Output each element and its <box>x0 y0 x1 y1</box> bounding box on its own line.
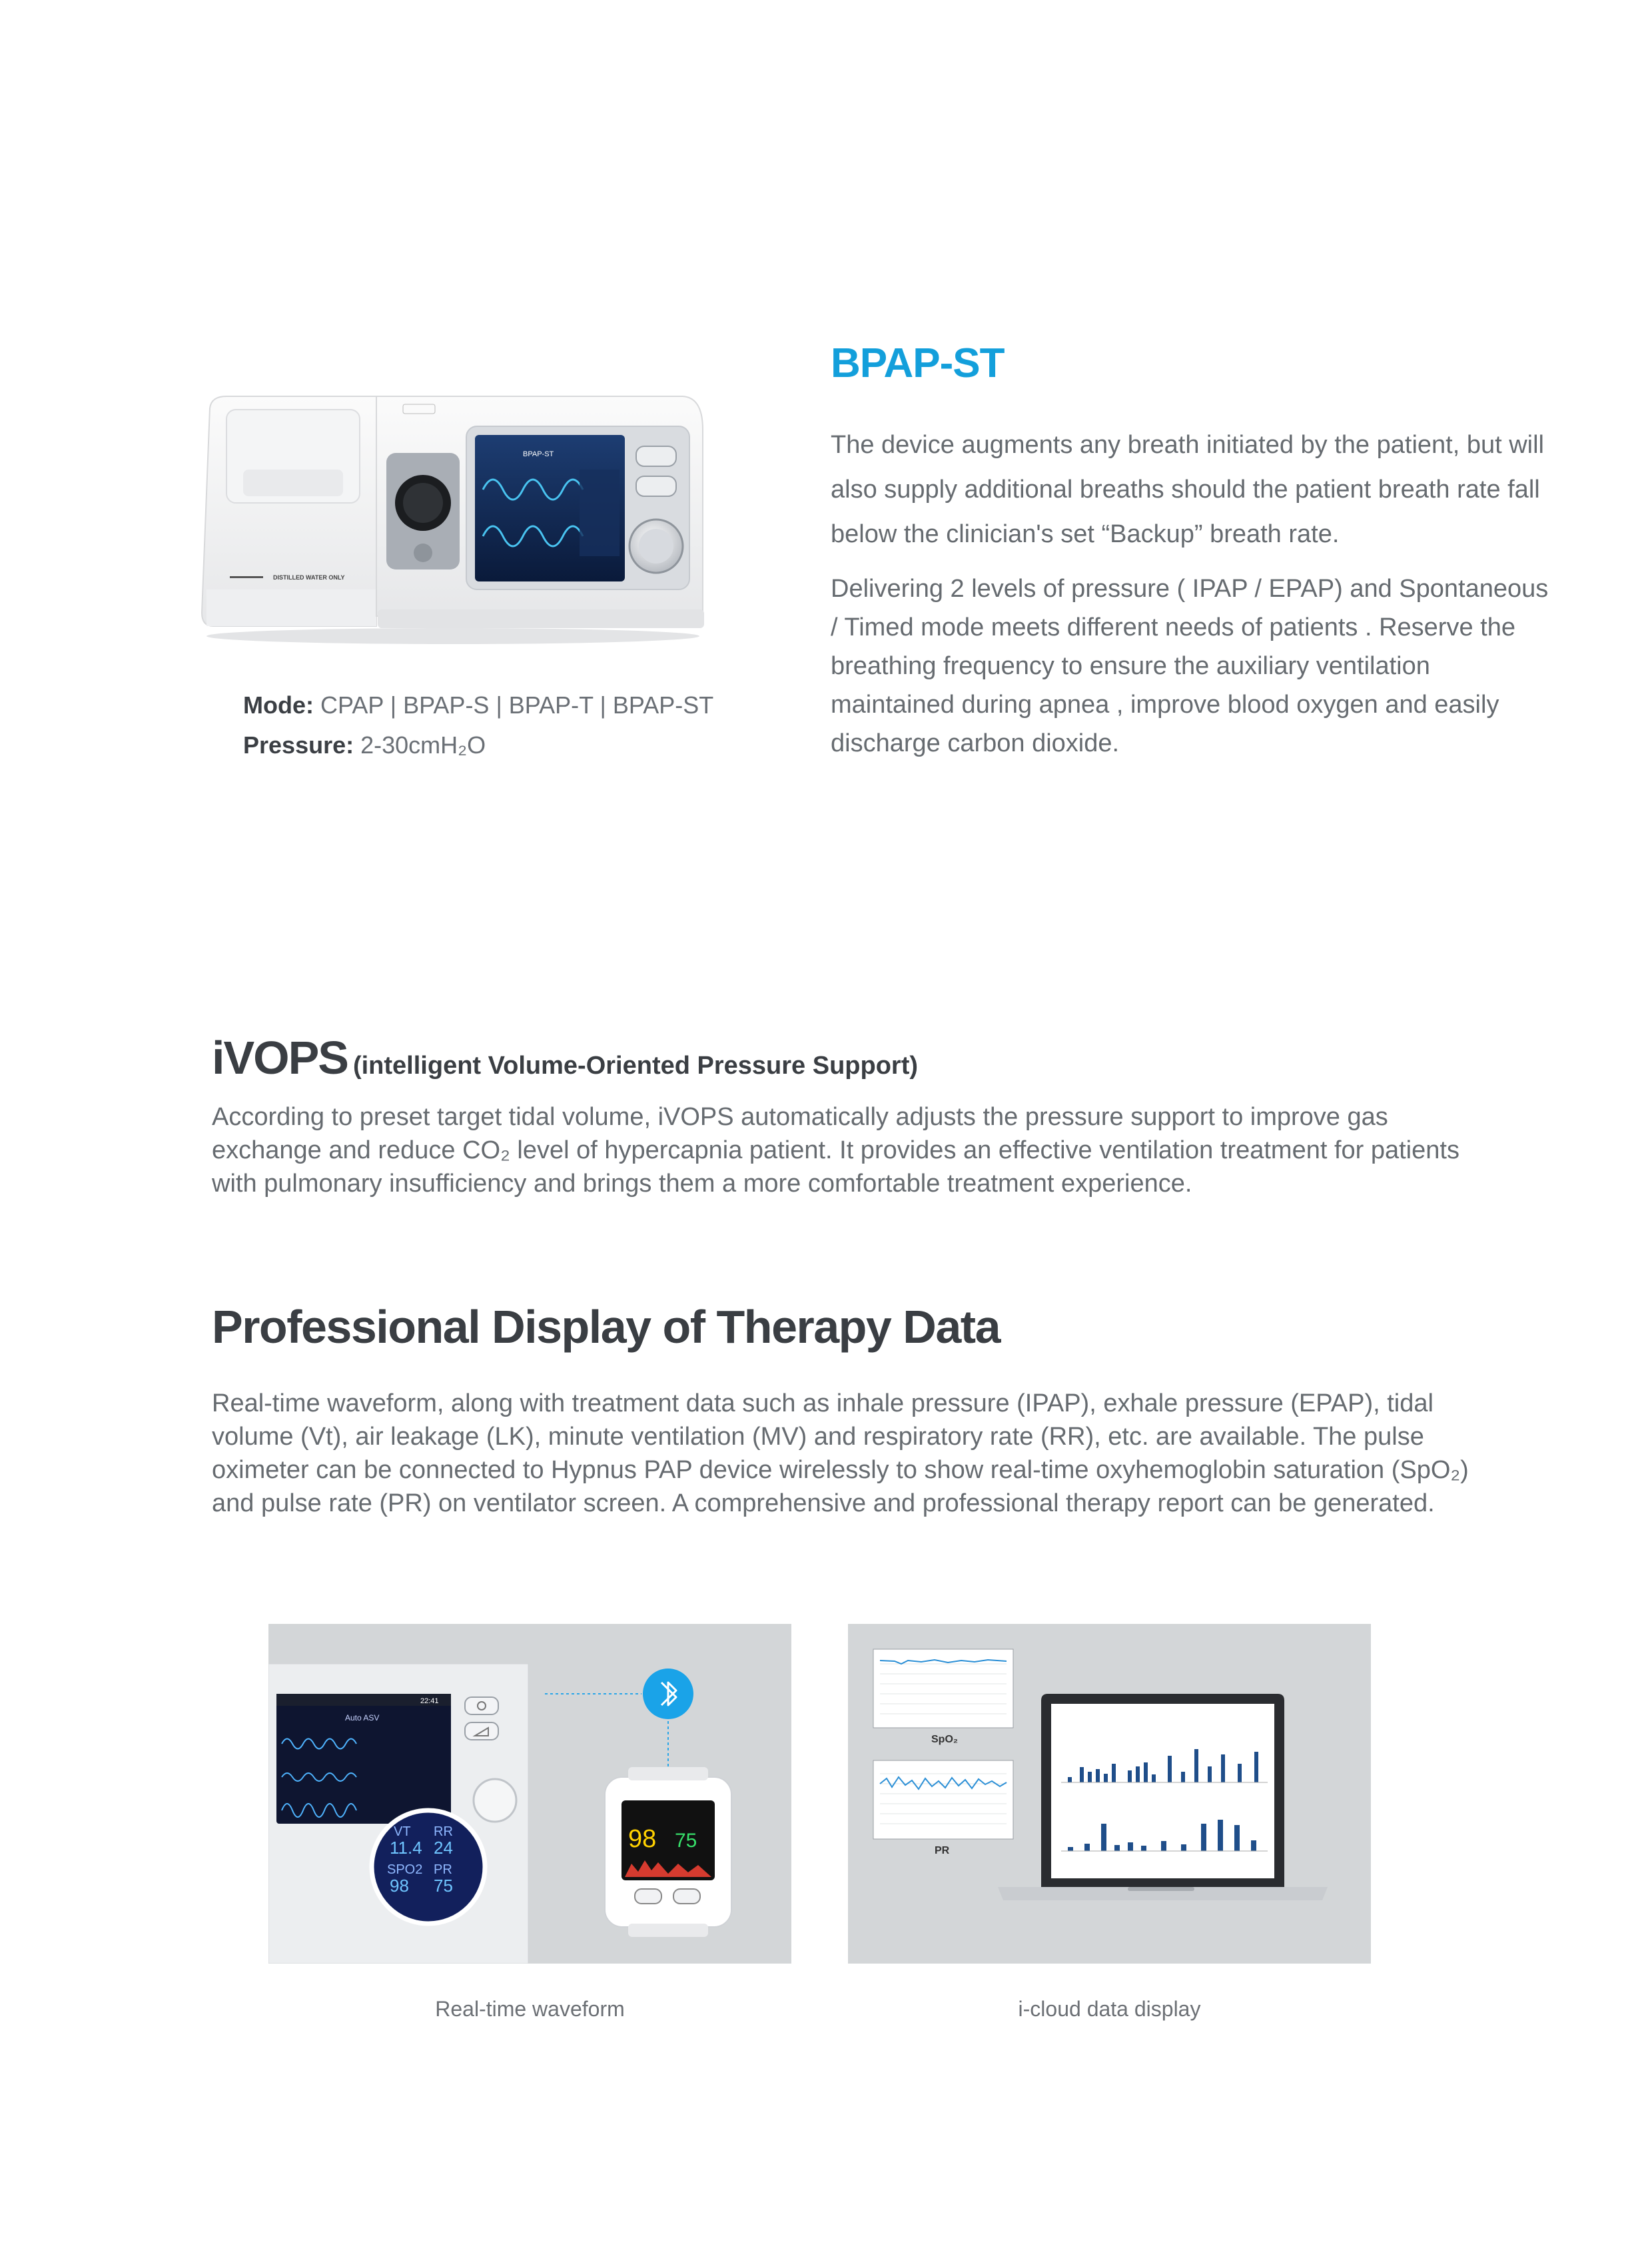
mode-label: Mode: <box>243 691 314 719</box>
oximeter-pr: 75 <box>675 1830 697 1852</box>
zoom-vt-value: 11.4 <box>390 1838 422 1858</box>
settings-icon <box>464 1722 499 1740</box>
pressure-label: Pressure: <box>243 731 354 759</box>
screen-mode-label: BPAP-ST <box>523 450 554 458</box>
zoom-pr-value: 75 <box>434 1876 453 1896</box>
zoom-rr-value: 24 <box>434 1838 453 1858</box>
power-icon <box>464 1696 499 1715</box>
chart-pr-label: PR <box>935 1845 950 1856</box>
zoom-spo2-value: 98 <box>390 1876 409 1896</box>
bluetooth-icon <box>643 1669 693 1719</box>
zoom-rr-label: RR <box>434 1824 453 1839</box>
zoom-pr-label: PR <box>434 1862 452 1877</box>
screen-asv-label: Auto ASV <box>345 1713 379 1722</box>
bpap-paragraph-2: Delivering 2 levels of pressure ( IPAP /… <box>831 575 1549 757</box>
zoom-spo2-label: SPO2 <box>387 1862 422 1877</box>
status-time: 22:41 <box>420 1697 439 1705</box>
bpap-paragraph-1: The device augments any breath initiated… <box>831 431 1544 548</box>
ivops-subtitle: (intelligent Volume-Oriented Pressure Su… <box>352 1052 919 1080</box>
bpap-title: BPAP-ST <box>831 340 1005 386</box>
ivops-title: iVOPS <box>212 1032 349 1084</box>
ivops-heading: iVOPS(intelligent Volume-Oriented Pressu… <box>212 1031 918 1084</box>
oximeter-spo2: 98 <box>628 1825 656 1853</box>
icloud-data-image: SpO₂ PR <box>848 1624 1371 1964</box>
professional-paragraph: Real-time waveform, along with treatment… <box>212 1389 1469 1517</box>
pressure-value: 2-30cmH₂O <box>360 731 486 759</box>
water-label: DISTILLED WATER ONLY <box>273 574 345 581</box>
spec-mode: Mode: CPAP | BPAP-S | BPAP-T | BPAP-ST <box>243 691 713 719</box>
professional-title: Professional Display of Therapy Data <box>212 1301 1001 1353</box>
spec-pressure: Pressure: 2-30cmH₂O <box>243 731 486 759</box>
zoom-vt-label: VT <box>394 1824 411 1839</box>
caption-icloud-data: i-cloud data display <box>1018 1997 1201 2021</box>
bpap-device-image: DISTILLED WATER ONLY BPAP-ST <box>201 396 704 644</box>
ivops-paragraph: According to preset target tidal volume,… <box>212 1103 1459 1198</box>
realtime-waveform-image: 22:41 Auto ASV VT RR 11.4 24 SPO2 PR 98 … <box>268 1624 791 1964</box>
mode-value: CPAP | BPAP-S | BPAP-T | BPAP-ST <box>320 691 714 719</box>
caption-realtime-waveform: Real-time waveform <box>435 1997 625 2021</box>
chart-spo2-label: SpO₂ <box>931 1734 958 1745</box>
